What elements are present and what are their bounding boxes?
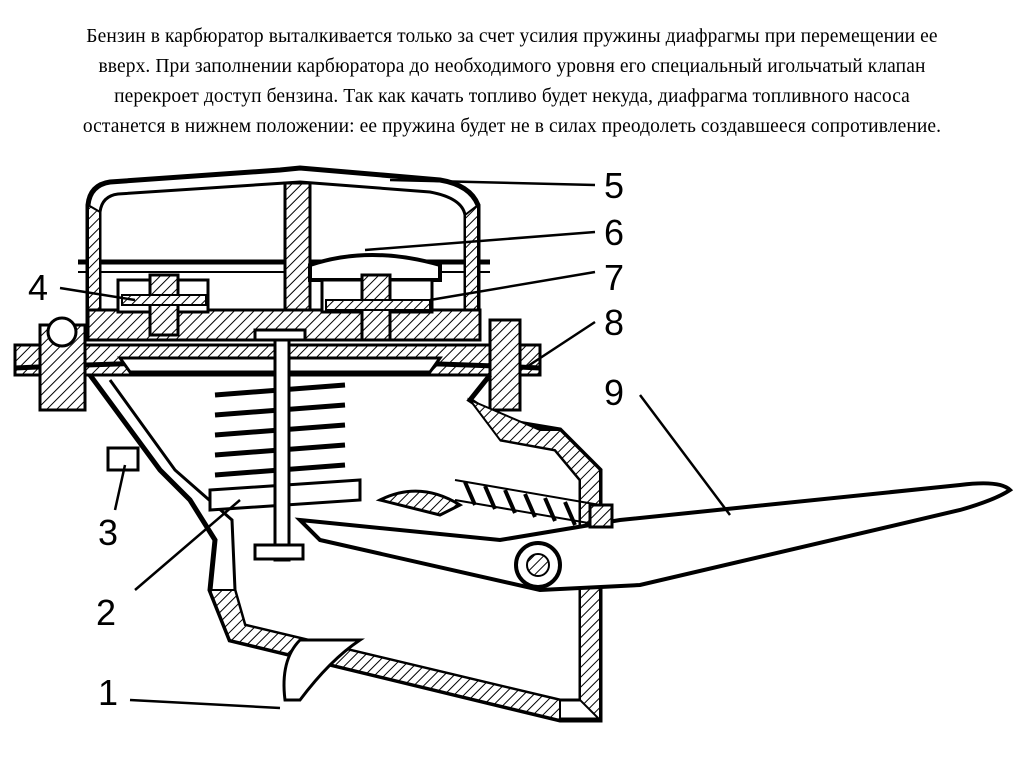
callout-8: 8 bbox=[604, 302, 624, 343]
caption-line-2: вверх. При заполнении карбюратора до нео… bbox=[98, 56, 926, 77]
callout-7: 7 bbox=[604, 257, 624, 298]
callout-5: 5 bbox=[604, 165, 624, 206]
caption-text: Бензин в карбюратор выталкивается только… bbox=[12, 22, 1012, 142]
drive-lever bbox=[294, 481, 1014, 593]
callout-1: 1 bbox=[98, 672, 118, 713]
return-spring bbox=[454, 479, 614, 529]
callout-6: 6 bbox=[604, 212, 624, 253]
callout-2: 2 bbox=[96, 592, 116, 633]
pump-rod bbox=[253, 328, 307, 562]
lower-housing bbox=[87, 373, 603, 723]
caption-line-1: Бензин в карбюратор выталкивается только… bbox=[86, 26, 938, 47]
caption-line-4: останется в нижнем положении: ее пружина… bbox=[82, 116, 942, 137]
leader-lines bbox=[59, 178, 731, 710]
caption-line-3: перекроет доступ бензина. Так как качать… bbox=[114, 86, 910, 107]
callout-3: 3 bbox=[98, 512, 118, 553]
callout-9: 9 bbox=[604, 372, 624, 413]
callout-4: 4 bbox=[28, 267, 48, 308]
callout-numbers: 1 2 3 4 5 6 7 8 9 bbox=[28, 165, 624, 713]
